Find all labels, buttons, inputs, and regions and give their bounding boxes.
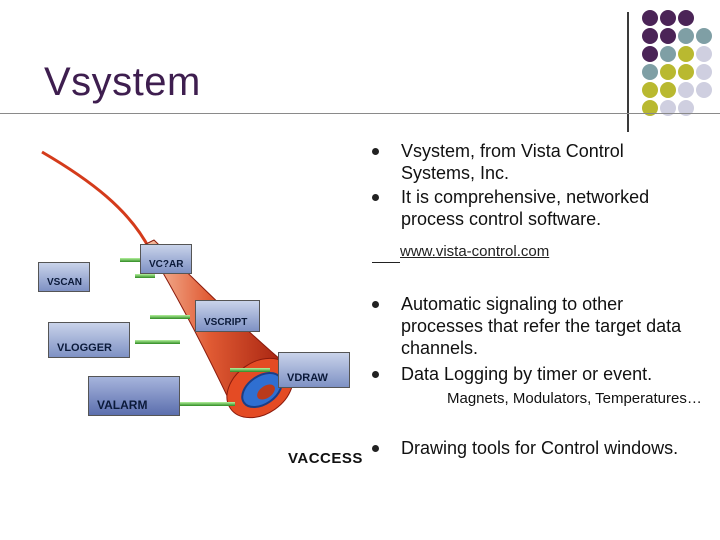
- slide-title: Vsystem: [44, 60, 201, 104]
- dot: [642, 28, 658, 44]
- dot: [642, 82, 658, 98]
- dot: [642, 64, 658, 80]
- module-valarm-label: VALARM: [97, 398, 148, 412]
- module-vcar: VC?AR: [140, 244, 192, 274]
- bullet-dot-icon: [372, 194, 379, 201]
- module-vlogger-label: VLOGGER: [57, 342, 113, 354]
- module-vdraw-label: VDRAW: [287, 372, 328, 384]
- bullet-text: Data Logging by timer or event.: [401, 364, 653, 384]
- connector: [180, 402, 235, 406]
- tube-core: [257, 384, 275, 400]
- bullet-dot-icon: [372, 301, 379, 308]
- module-vscript: VSCRIPT: [195, 300, 260, 332]
- module-vaccess-label: VACCESS: [288, 450, 363, 467]
- connector: [150, 315, 190, 319]
- dot: [696, 82, 712, 98]
- connector: [135, 340, 180, 344]
- dot: [696, 64, 712, 80]
- module-vcar-label: VC?AR: [149, 259, 184, 270]
- sub-bullet-text: Magnets, Modulators, Temperatures…: [447, 390, 702, 407]
- connector: [230, 368, 270, 372]
- module-vlogger: VLOGGER: [48, 322, 130, 358]
- link-underline-lead: [372, 262, 400, 263]
- bullet-text: It is comprehensive, networked process c…: [401, 187, 650, 229]
- bullet-dot-icon: [372, 445, 379, 452]
- dot: [696, 46, 712, 62]
- bullet-dot-icon: [372, 371, 379, 378]
- dot: [642, 10, 658, 26]
- bullet-dot-icon: [372, 148, 379, 155]
- connector: [135, 274, 155, 278]
- module-vscan-label: VSCAN: [47, 277, 83, 288]
- website-link[interactable]: www.vista-control.com: [400, 243, 550, 260]
- dot: [642, 46, 658, 62]
- dot-grid-decoration: [640, 10, 720, 120]
- module-vscan: VSCAN: [38, 262, 90, 292]
- bullet-text: Drawing tools for Control windows.: [401, 438, 679, 458]
- bullet-text: Vsystem, from Vista Control Systems, Inc…: [401, 141, 624, 183]
- connector: [120, 258, 145, 262]
- module-vscript-label: VSCRIPT: [204, 317, 248, 328]
- dot: [678, 28, 694, 44]
- dot: [642, 100, 658, 116]
- dot: [660, 100, 676, 116]
- module-vdraw: VDRAW: [278, 352, 350, 388]
- title-underline: [0, 113, 720, 114]
- dot: [660, 64, 676, 80]
- dot: [678, 100, 694, 116]
- module-valarm: VALARM: [88, 376, 180, 416]
- dot: [678, 82, 694, 98]
- dot: [678, 46, 694, 62]
- dot: [660, 28, 676, 44]
- dot: [696, 28, 712, 44]
- dot: [678, 10, 694, 26]
- tube-tail: [41, 150, 152, 251]
- dot: [660, 10, 676, 26]
- bullet-list: Vsystem, from Vista Control Systems, Inc…: [370, 0, 710, 540]
- bullet-text: Automatic signaling to other processes t…: [401, 294, 682, 358]
- divider-line: [627, 12, 629, 132]
- dot: [678, 64, 694, 80]
- dot: [660, 46, 676, 62]
- dot: [660, 82, 676, 98]
- vsystem-diagram-graphic: VC?AR VSCAN VSCRIPT VLOGGER VDRAW VALARM…: [30, 140, 370, 480]
